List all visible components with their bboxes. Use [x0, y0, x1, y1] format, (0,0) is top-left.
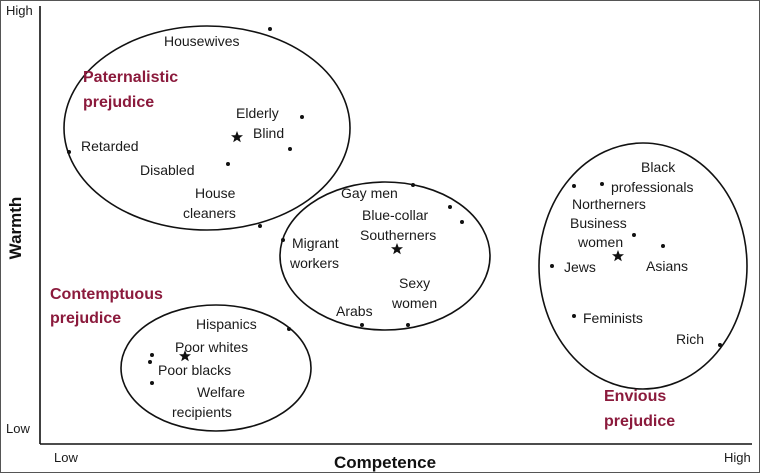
- group-label-northerners: Northerners: [572, 196, 646, 212]
- envious-title-line2: prejudice: [604, 413, 675, 430]
- group-point-southerners: [460, 220, 464, 224]
- group-point-blind: [288, 147, 292, 151]
- group-point-disabled: [226, 162, 230, 166]
- paternalistic-title-line2: prejudice: [83, 94, 154, 111]
- group-label-asians: Asians: [646, 258, 688, 274]
- x-axis-title: Competence: [334, 453, 436, 472]
- group-point-retarded: [67, 150, 71, 154]
- group-label-elderly: Elderly: [236, 105, 279, 121]
- group-point-housewives: [268, 27, 272, 31]
- group-label-disabled: Disabled: [140, 162, 194, 178]
- group-label-rich: Rich: [676, 331, 704, 347]
- group-label-welfare-line1: Welfare: [197, 384, 245, 400]
- contemptuous-title-line1: Contemptuous: [50, 286, 163, 303]
- group-label-blue-collar-line2: Southerners: [360, 227, 436, 243]
- group-label-arabs: Arabs: [336, 303, 373, 319]
- envious-ellipse: [538, 142, 748, 390]
- group-point-black-professionals-2: [600, 182, 604, 186]
- group-label-migrant-line1: Migrant: [292, 235, 339, 251]
- group-label-sexy-women-line2: women: [391, 295, 437, 311]
- group-point-elderly: [300, 115, 304, 119]
- group-point-arabs: [360, 323, 364, 327]
- envious-centroid-star-icon: [612, 250, 624, 262]
- paternalistic-title-line1: Paternalistic: [83, 69, 178, 86]
- group-point-black-professionals: [572, 184, 576, 188]
- group-point-poor-whites: [150, 353, 154, 357]
- group-point-house-cleaners: [258, 224, 262, 228]
- group-point-jews: [550, 264, 554, 268]
- group-label-house-cleaners-line2: cleaners: [183, 205, 236, 221]
- group-point-sexy-women: [406, 323, 410, 327]
- middle-centroid-star-icon: [391, 243, 403, 255]
- group-label-gay-men: Gay men: [341, 185, 398, 201]
- y-axis-low-label: Low: [6, 421, 30, 436]
- x-axis-low-label: Low: [54, 450, 78, 465]
- group-point-asians: [661, 244, 665, 248]
- group-label-jews: Jews: [564, 259, 596, 275]
- group-label-business-women-line1: Business: [570, 215, 627, 231]
- x-axis-high-label: High: [724, 450, 751, 465]
- group-label-black-professionals-line2: professionals: [611, 179, 694, 195]
- group-point-poor-blacks: [148, 360, 152, 364]
- group-point-business-women: [632, 233, 636, 237]
- group-point-feminists: [572, 314, 576, 318]
- group-label-house-cleaners-line1: House: [195, 185, 236, 201]
- group-label-retarded: Retarded: [81, 138, 139, 154]
- group-label-poor-whites: Poor whites: [175, 339, 248, 355]
- contemptuous-centroid-star-icon: [179, 350, 191, 362]
- contemptuous-title-line2: prejudice: [50, 310, 121, 327]
- group-label-poor-blacks: Poor blacks: [158, 362, 231, 378]
- group-point-hispanics: [287, 327, 291, 331]
- group-label-housewives: Housewives: [164, 33, 239, 49]
- group-label-blind: Blind: [253, 125, 284, 141]
- group-label-migrant-line2: workers: [289, 255, 339, 271]
- group-point-welfare-recipients: [150, 381, 154, 385]
- group-point-migrant-workers: [281, 238, 285, 242]
- envious-title-line1: Envious: [604, 388, 666, 405]
- group-label-business-women-line2: women: [577, 234, 623, 250]
- group-label-sexy-women-line1: Sexy: [399, 275, 430, 291]
- paternalistic-ellipse: [63, 25, 351, 231]
- group-point-blue-collar: [448, 205, 452, 209]
- group-label-hispanics: Hispanics: [196, 316, 257, 332]
- group-point-rich: [718, 343, 722, 347]
- group-label-feminists: Feminists: [583, 310, 643, 326]
- group-label-black-professionals-line1: Black: [641, 159, 676, 175]
- paternalistic-centroid-star-icon: [231, 131, 243, 143]
- group-label-welfare-line2: recipients: [172, 404, 232, 420]
- y-axis-high-label: High: [6, 3, 33, 18]
- ambivalent-middle-ellipse: [279, 181, 491, 331]
- y-axis-title: Warmth: [6, 197, 25, 260]
- group-point-gay-men: [411, 183, 415, 187]
- contemptuous-ellipse: [120, 304, 312, 432]
- group-label-blue-collar-line1: Blue-collar: [362, 207, 428, 223]
